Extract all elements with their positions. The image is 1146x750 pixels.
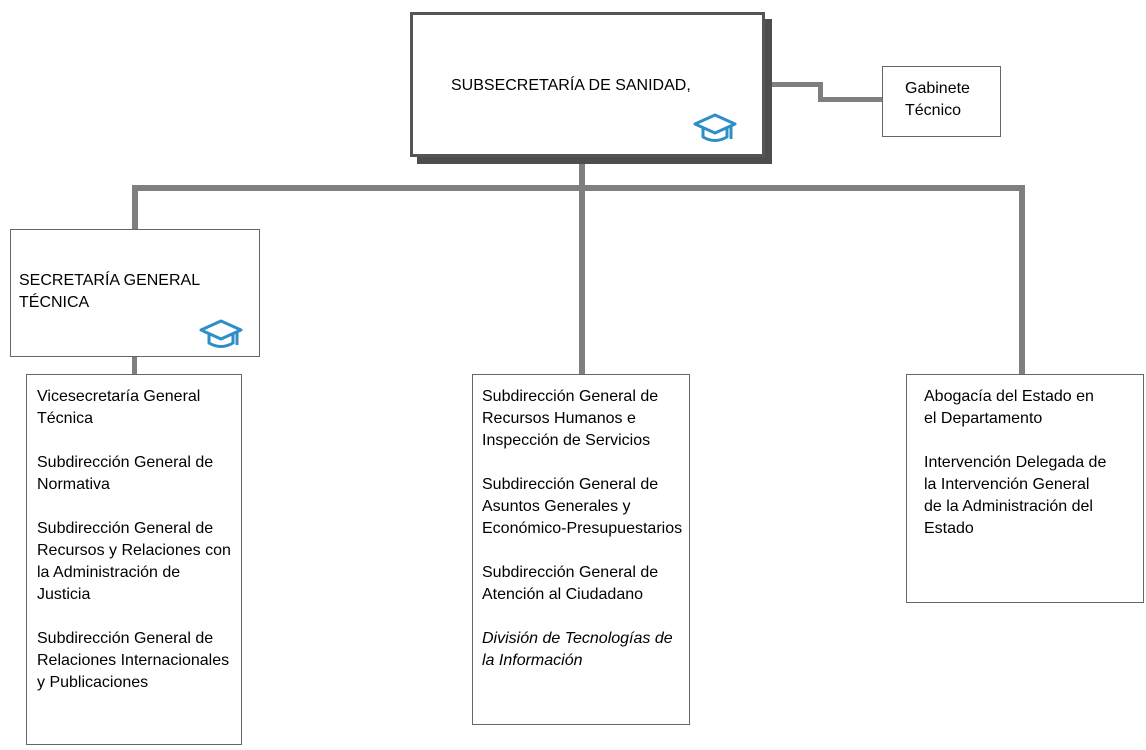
- connector-horizontal-bus: [132, 185, 1025, 191]
- connector-top-to-cabinet-h2: [818, 97, 882, 102]
- cabinet-title: Gabinete Técnico: [905, 80, 970, 119]
- list-item: Subdirección General de Recursos y Relac…: [37, 520, 231, 603]
- list-item: Subdirección General de Asuntos Generale…: [482, 476, 683, 537]
- list-item: Subdirección General de Atención al Ciud…: [482, 564, 659, 603]
- connector-top-to-cabinet-h1: [767, 82, 822, 87]
- list-item: Subdirección General de Recursos Humanos…: [482, 388, 659, 449]
- graduation-cap-icon: [693, 113, 737, 142]
- right-column-box: Abogacía del Estado en el Departamento I…: [906, 374, 1144, 603]
- list-item: Intervención Delegada de la Intervención…: [924, 454, 1107, 537]
- top-unit-title: SUBSECRETARÍA DE SANIDAD,: [451, 77, 691, 94]
- list-item: Vicesecretaría General Técnica: [37, 388, 201, 427]
- connector-to-middle-column: [579, 185, 585, 375]
- connector-main-vertical: [579, 159, 585, 188]
- list-item: Subdirección General de Normativa: [37, 454, 214, 493]
- middle-column-list: Subdirección General de Recursos Humanos…: [482, 386, 687, 672]
- graduation-cap-icon: [199, 319, 243, 348]
- middle-column-box: Subdirección General de Recursos Humanos…: [472, 374, 690, 725]
- left-column-list: Vicesecretaría General Técnica Subdirecc…: [37, 386, 237, 694]
- connector-secretariat-to-left-column: [132, 357, 137, 376]
- cabinet-box: Gabinete Técnico: [882, 66, 1001, 137]
- connector-to-right-column: [1019, 185, 1025, 375]
- left-column-box: Vicesecretaría General Técnica Subdirecc…: [26, 374, 242, 745]
- top-unit-box: SUBSECRETARÍA DE SANIDAD,: [410, 12, 765, 157]
- general-secretariat-title: SECRETARÍA GENERAL TÉCNICA: [19, 272, 200, 311]
- list-item-italic: División de Tecnologías de la Informació…: [482, 630, 673, 669]
- connector-to-general-secretariat: [132, 185, 138, 230]
- list-item: Abogacía del Estado en el Departamento: [924, 388, 1094, 427]
- connector-top-to-cabinet-v: [818, 82, 823, 102]
- list-item: Subdirección General de Relaciones Inter…: [37, 630, 230, 691]
- general-secretariat-box: SECRETARÍA GENERAL TÉCNICA: [10, 229, 260, 357]
- right-column-list: Abogacía del Estado en el Departamento I…: [924, 386, 1109, 540]
